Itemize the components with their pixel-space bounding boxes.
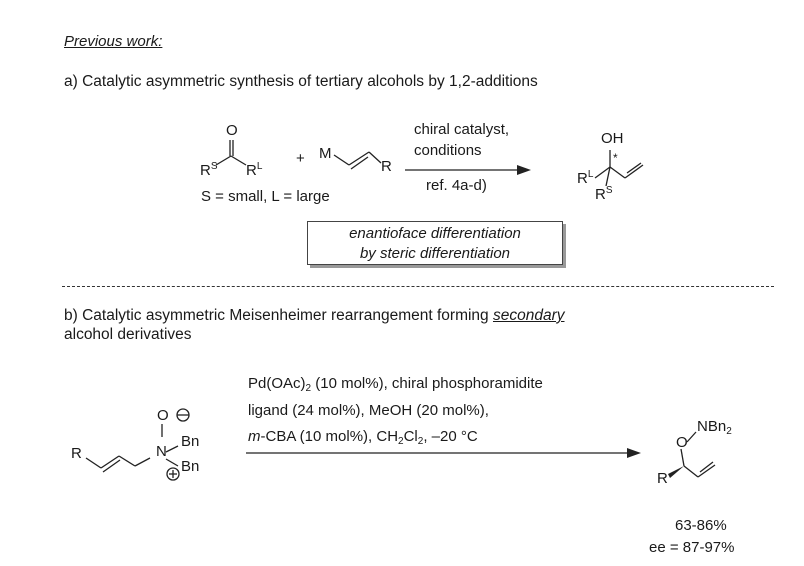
plus-charge-circle xyxy=(166,467,180,481)
substrate-nitrogen: N xyxy=(156,443,167,460)
product-a-rl-bond xyxy=(594,166,611,179)
product-b-vinyl-bond xyxy=(683,465,699,478)
substrate-r-bond xyxy=(85,457,102,469)
ketone-rs-label: RS xyxy=(200,161,218,179)
product-a-oh: OH xyxy=(601,130,624,147)
substrate-bn1-bond xyxy=(165,445,179,453)
section-b-title: b) Catalytic asymmetric Meisenheimer rea… xyxy=(64,307,565,324)
stereocenter-star: * xyxy=(613,151,618,165)
reagent-r-bond xyxy=(368,151,382,164)
product-b-alkene-bond xyxy=(697,464,716,478)
substrate-alkene-double-bond xyxy=(102,459,121,473)
product-b-alkene-double-bond xyxy=(699,461,714,473)
product-b-oxygen: O xyxy=(676,434,688,451)
arrow-a-condition-2: conditions xyxy=(414,142,482,159)
product-b-on-bond xyxy=(686,431,697,443)
substrate-bn-1: Bn xyxy=(181,433,200,450)
box-line-1: enantioface differentiation xyxy=(349,225,521,242)
ee-range: ee = 87-97% xyxy=(649,539,735,556)
product-b-r: R xyxy=(657,470,668,487)
product-a-alkene-double-bond xyxy=(626,162,642,174)
reagent-r: R xyxy=(381,158,392,175)
arrow-a-head xyxy=(517,165,531,175)
product-a-vinyl-bond xyxy=(609,166,626,179)
product-b-wedge-bond xyxy=(668,466,684,478)
arrow-b-condition-3: m-CBA (10 mol%), CH2Cl2, –20 °C xyxy=(248,428,478,447)
substrate-oxygen: O xyxy=(157,407,169,424)
size-note: S = small, L = large xyxy=(201,188,330,205)
reagent-metal: M xyxy=(319,145,332,162)
reagent-m-bond xyxy=(333,154,350,166)
substrate-ch2-bond xyxy=(118,455,136,467)
substrate-bn2-bond xyxy=(165,458,179,467)
substrate-bn-2: Bn xyxy=(181,458,200,475)
product-a-rs-bond xyxy=(605,166,611,187)
product-a-rl: RL xyxy=(577,169,594,187)
product-a-alkene-bond xyxy=(624,164,644,179)
ketone-rl-bond xyxy=(230,155,247,166)
ketone-oxygen: O xyxy=(226,122,238,139)
product-b-oc-bond xyxy=(680,448,685,467)
plus-sign: + xyxy=(296,150,305,167)
product-b-nbn2: NBn2 xyxy=(697,418,732,437)
previous-work-heading: Previous work: xyxy=(64,33,163,50)
arrow-b-condition-2: ligand (24 mol%), MeOH (20 mol%), xyxy=(248,402,489,419)
yield-range: 63-86% xyxy=(675,517,727,534)
box-line-2: by steric differentiation xyxy=(359,245,511,262)
product-a-rs: RS xyxy=(595,185,613,203)
arrow-b-head xyxy=(627,448,641,458)
substrate-alkene-bond xyxy=(100,455,120,469)
reagent-alkene-bond xyxy=(348,151,370,166)
ketone-rs-bond xyxy=(215,155,232,166)
differentiation-box: enantioface differentiation by steric di… xyxy=(307,221,563,265)
section-b-title-line2: alcohol derivatives xyxy=(64,326,192,343)
arrow-b-condition-1: Pd(OAc)2 (10 mol%), chiral phosphoramidi… xyxy=(248,375,543,394)
substrate-n-bond xyxy=(134,457,151,467)
arrow-a-reference: ref. 4a-d) xyxy=(426,177,487,194)
section-divider xyxy=(62,286,774,287)
reagent-alkene-double-bond xyxy=(350,156,369,170)
section-a-title: a) Catalytic asymmetric synthesis of ter… xyxy=(64,73,538,90)
arrow-a-condition-1: chiral catalyst, xyxy=(414,121,510,138)
ketone-rl-label: RL xyxy=(246,161,263,179)
substrate-r: R xyxy=(71,445,82,462)
